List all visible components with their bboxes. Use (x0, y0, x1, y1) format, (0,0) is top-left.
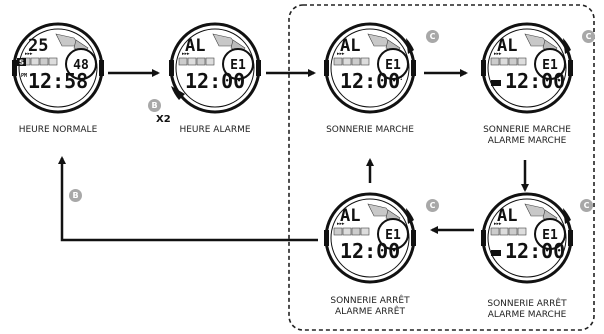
pm-indicator: PM (21, 73, 27, 79)
watch-top-digits: AL (340, 206, 360, 226)
watch-circle-number: E1 (542, 228, 558, 243)
button-b-badge-return: B (69, 189, 82, 202)
button-b-badge-w2: B (148, 99, 161, 112)
caption-w3: SONNERIE MARCHE (326, 125, 414, 135)
alarm-on-indicator (491, 250, 501, 256)
watch-circle-number: E1 (230, 58, 246, 73)
watch-main-time: 12:00 (505, 69, 565, 93)
watch-top-digits: AL (185, 36, 205, 56)
watch-main-time: 12:00 (340, 69, 400, 93)
watch-w2: AL E1 12:00 (167, 22, 263, 114)
watch-main-time: 12:58 (28, 69, 88, 93)
watch-top-digits: AL (497, 36, 517, 56)
bell-icon: ♪ (400, 75, 404, 82)
s-indicator: S (19, 59, 24, 67)
watch-circle-number: 48 (73, 58, 89, 73)
watch-circle-number: E1 (385, 58, 401, 73)
watch-main-time: 12:00 (185, 69, 245, 93)
alarm-on-indicator (491, 80, 501, 86)
button-c-badge-w6: C (426, 199, 439, 212)
watch-w1: 25 48 12:58 PM S (10, 22, 106, 114)
watch-circle-number: E1 (542, 58, 558, 73)
bell-icon: ♪ (557, 75, 561, 82)
watch-circle-number: E1 (385, 228, 401, 243)
watch-main-time: 12:00 (505, 239, 565, 263)
press-twice-label: X2 (156, 114, 171, 125)
watch-top-digits: 25 (28, 36, 48, 56)
watch-w5: AL E1 12:00 (479, 192, 575, 284)
dashed-frame (288, 4, 595, 331)
watch-w4: AL E1 12:00 ♪ (479, 22, 575, 114)
caption-w1: HEURE NORMALE (18, 125, 98, 135)
watch-w6: AL E1 12:00 (322, 192, 418, 284)
watch-top-digits: AL (497, 206, 517, 226)
button-c-badge-w5: C (580, 199, 593, 212)
caption-w2: HEURE ALARME (179, 125, 251, 135)
watch-main-time: 12:00 (340, 239, 400, 263)
button-c-badge-w3: C (426, 30, 439, 43)
button-c-badge-w4: C (582, 30, 595, 43)
watch-top-digits: AL (340, 36, 360, 56)
watch-w3: AL E1 12:00 ♪ (322, 22, 418, 114)
arrow-w6-w1 (58, 156, 318, 242)
